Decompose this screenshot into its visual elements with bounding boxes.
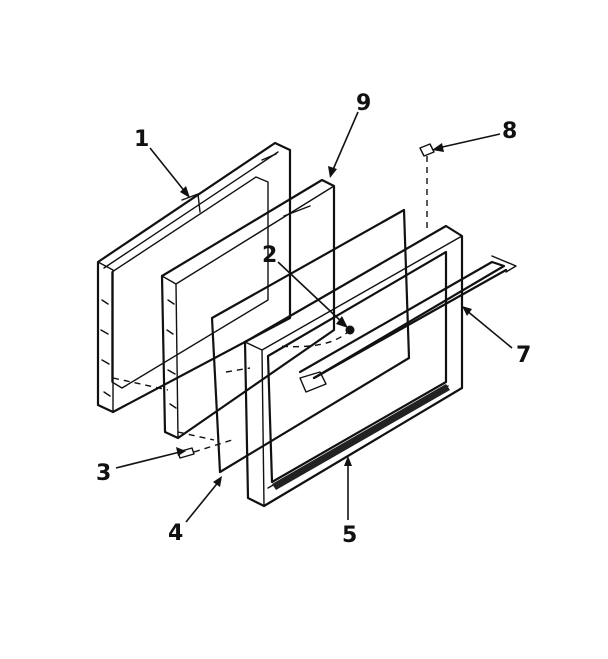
door-glass-pane xyxy=(210,208,411,474)
callout-8: 8 xyxy=(502,119,517,144)
callout-4: 4 xyxy=(168,521,183,546)
alignment-lines xyxy=(112,367,251,441)
callout-7: 7 xyxy=(516,343,531,368)
screw-part-3 xyxy=(177,439,233,459)
callout-3: 3 xyxy=(96,461,111,486)
inner-door-liner xyxy=(96,141,292,414)
outer-door-frame xyxy=(243,224,464,508)
door-insulation-panel xyxy=(160,178,336,440)
callout-2: 2 xyxy=(262,243,277,268)
screw-part-8 xyxy=(419,143,435,232)
leader-lines xyxy=(115,111,513,523)
callout-1: 1 xyxy=(134,127,149,152)
callout-9: 9 xyxy=(356,91,371,116)
callout-5: 5 xyxy=(342,523,357,548)
door-handle xyxy=(298,255,517,380)
